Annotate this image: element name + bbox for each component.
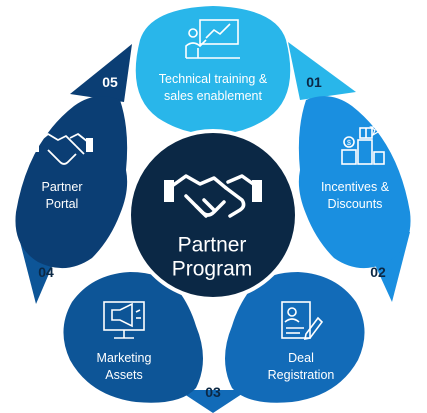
segment-02-label: Incentives & Discounts xyxy=(320,180,390,211)
segment-05-number: 05 xyxy=(102,74,118,90)
segment-05 xyxy=(15,96,128,269)
segment-02 xyxy=(298,96,411,269)
segment-02-number: 02 xyxy=(370,264,386,280)
segment-04-number: 04 xyxy=(38,264,54,280)
pointer-03 xyxy=(178,390,248,413)
pointer-01 xyxy=(288,42,356,100)
gift-podium-icon: $ xyxy=(341,120,387,165)
svg-text:$: $ xyxy=(347,140,351,147)
center-handshake-icon xyxy=(164,174,262,218)
segment-03-label: Deal Registration xyxy=(267,351,335,382)
document-pen-icon xyxy=(281,301,324,341)
segment-01-label: Technical training & sales enablement xyxy=(158,72,268,103)
segment-03-number: 03 xyxy=(205,384,221,400)
segment-01-number: 01 xyxy=(306,74,322,90)
segment-01 xyxy=(135,6,291,134)
megaphone-monitor-icon xyxy=(103,301,145,339)
portal-handshake-icon xyxy=(32,133,93,165)
presenter-icon xyxy=(185,19,240,59)
segment-05-label: Partner Portal xyxy=(41,180,83,211)
segment-04-label: Marketing Assets xyxy=(96,351,152,382)
pointer-05 xyxy=(70,44,132,102)
center-title: Partner Program xyxy=(171,233,253,280)
